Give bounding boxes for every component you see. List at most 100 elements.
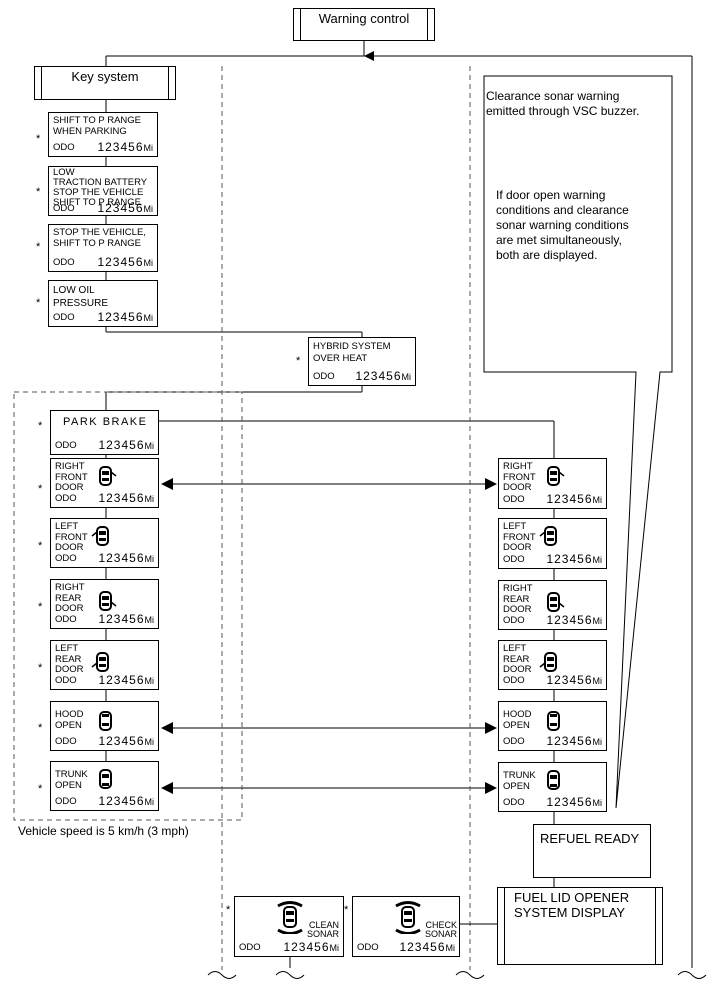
- message-text: CHECK SONAR: [425, 920, 458, 939]
- odo-value: 123456: [98, 612, 145, 626]
- priority-star: *: [38, 483, 43, 495]
- odo-reading: 123456Mi: [98, 734, 154, 748]
- display-low-oil-pressure: LOW OIL PRESSURE ODO 123456Mi: [48, 280, 158, 327]
- odo-unit: Mi: [143, 258, 154, 268]
- priority-star: *: [226, 904, 231, 916]
- display-shift-to-p-range: SHIFT TO P RANGE WHEN PARKING ODO 123456…: [48, 112, 158, 157]
- odo-unit: Mi: [143, 204, 154, 214]
- refuel-ready-box: REFUEL READY: [533, 824, 651, 878]
- odo-unit: Mi: [144, 494, 155, 504]
- priority-star: *: [38, 662, 43, 674]
- message-text: LEFT FRONT DOOR: [55, 521, 88, 553]
- odo-reading: 123456Mi: [546, 613, 602, 627]
- odo-value: 123456: [399, 940, 446, 954]
- odo-value: 123456: [546, 552, 593, 566]
- car-door-icon: [547, 592, 565, 612]
- odo-value: 123456: [355, 369, 402, 383]
- odo-label: ODO: [55, 675, 77, 686]
- odo-reading: 123456Mi: [546, 795, 602, 809]
- message-text: HOOD OPEN: [55, 709, 84, 731]
- odo-label: ODO: [55, 553, 77, 564]
- odo-label: ODO: [53, 142, 75, 153]
- message-text: RIGHT FRONT DOOR: [55, 461, 88, 493]
- car-trunk-icon: [547, 770, 560, 790]
- car-door-icon: [547, 466, 565, 486]
- odo-label: ODO: [503, 797, 525, 808]
- odo-value: 123456: [97, 310, 144, 324]
- odo-reading: 123456Mi: [546, 552, 602, 566]
- priority-star: *: [38, 420, 43, 432]
- priority-star: *: [38, 540, 43, 552]
- sonar-icon: [277, 901, 303, 934]
- priority-star: *: [36, 241, 41, 253]
- odo-value: 123456: [546, 492, 593, 506]
- display-hybrid-system-overheat: HYBRID SYSTEM OVER HEAT ODO 123456Mi: [308, 337, 416, 386]
- priority-star: *: [38, 783, 43, 795]
- odo-reading: 123456Mi: [97, 310, 153, 324]
- odo-reading: 123456Mi: [97, 201, 153, 215]
- odo-value: 123456: [97, 255, 144, 269]
- odo-unit: Mi: [144, 554, 155, 564]
- display-park-brake: PARK BRAKE ODO 123456Mi: [50, 410, 159, 455]
- odo-unit: Mi: [592, 495, 603, 505]
- display-hood-open-left: HOOD OPEN ODO 123456Mi: [50, 701, 159, 751]
- priority-star: *: [296, 355, 301, 367]
- odo-reading: 123456Mi: [355, 369, 411, 383]
- odo-reading: 123456Mi: [546, 734, 602, 748]
- odo-value: 123456: [97, 201, 144, 215]
- odo-reading: 123456Mi: [283, 940, 339, 954]
- odo-unit: Mi: [144, 737, 155, 747]
- fuel-lid-opener-box: FUEL LID OPENER SYSTEM DISPLAY: [497, 887, 663, 965]
- display-left-rear-door-right: LEFT REAR DOOR ODO 123456Mi: [498, 640, 607, 690]
- odo-unit: Mi: [143, 313, 154, 323]
- odo-label: ODO: [55, 614, 77, 625]
- odo-unit: Mi: [144, 797, 155, 807]
- odo-label: ODO: [503, 675, 525, 686]
- odo-label: ODO: [55, 736, 77, 747]
- car-door-icon: [91, 526, 109, 546]
- odo-reading: 123456Mi: [546, 673, 602, 687]
- odo-value: 123456: [98, 551, 145, 565]
- odo-label: ODO: [503, 494, 525, 505]
- odo-reading: 123456Mi: [98, 794, 154, 808]
- odo-unit: Mi: [144, 441, 155, 451]
- display-low-traction-battery: LOW TRACTION BATTERY STOP THE VEHICLE SH…: [48, 166, 158, 216]
- display-stop-the-vehicle: STOP THE VEHICLE, SHIFT TO P RANGE ODO 1…: [48, 224, 158, 272]
- warning-control-box: Warning control: [293, 8, 435, 41]
- priority-star: *: [36, 186, 41, 198]
- vsc-buzzer-note: Clearance sonar warning emitted through …: [486, 89, 640, 118]
- odo-unit: Mi: [401, 372, 412, 382]
- odo-value: 123456: [98, 794, 145, 808]
- message-text: LOW TRACTION BATTERY STOP THE VEHICLE SH…: [53, 167, 148, 208]
- odo-unit: Mi: [143, 143, 154, 153]
- display-trunk-open-right: TRUNK OPEN ODO 123456Mi: [498, 762, 607, 812]
- display-left-front-door-left: LEFT FRONT DOOR ODO 123456Mi: [50, 518, 159, 568]
- car-door-icon: [91, 652, 109, 672]
- vehicle-speed-caption: Vehicle speed is 5 km/h (3 mph): [18, 824, 189, 838]
- priority-star: *: [38, 722, 43, 734]
- car-trunk-icon: [99, 769, 112, 789]
- warning-control-label: Warning control: [318, 11, 410, 26]
- odo-reading: 123456Mi: [98, 673, 154, 687]
- odo-reading: 123456Mi: [399, 940, 455, 954]
- odo-reading: 123456Mi: [98, 491, 154, 505]
- message-text: TRUNK OPEN: [55, 769, 88, 791]
- display-right-rear-door-left: RIGHT REAR DOOR ODO 123456Mi: [50, 579, 159, 629]
- odo-unit: Mi: [592, 737, 603, 747]
- message-text: RIGHT FRONT DOOR: [503, 461, 536, 493]
- display-left-front-door-right: LEFT FRONT DOOR ODO 123456Mi: [498, 518, 607, 569]
- odo-value: 123456: [98, 438, 145, 452]
- car-door-icon: [99, 466, 117, 486]
- message-text: HOOD OPEN: [503, 709, 532, 731]
- display-right-front-door-left: RIGHT FRONT DOOR ODO 123456Mi: [50, 458, 159, 508]
- message-text: STOP THE VEHICLE, SHIFT TO P RANGE: [53, 227, 146, 249]
- odo-reading: 123456Mi: [98, 612, 154, 626]
- display-right-front-door-right: RIGHT FRONT DOOR ODO 123456Mi: [498, 458, 607, 509]
- odo-value: 123456: [546, 673, 593, 687]
- display-hood-open-right: HOOD OPEN ODO 123456Mi: [498, 701, 607, 751]
- odo-label: ODO: [55, 796, 77, 807]
- odo-value: 123456: [546, 613, 593, 627]
- odo-unit: Mi: [144, 615, 155, 625]
- odo-reading: 123456Mi: [97, 140, 153, 154]
- car-hood-icon: [547, 711, 560, 731]
